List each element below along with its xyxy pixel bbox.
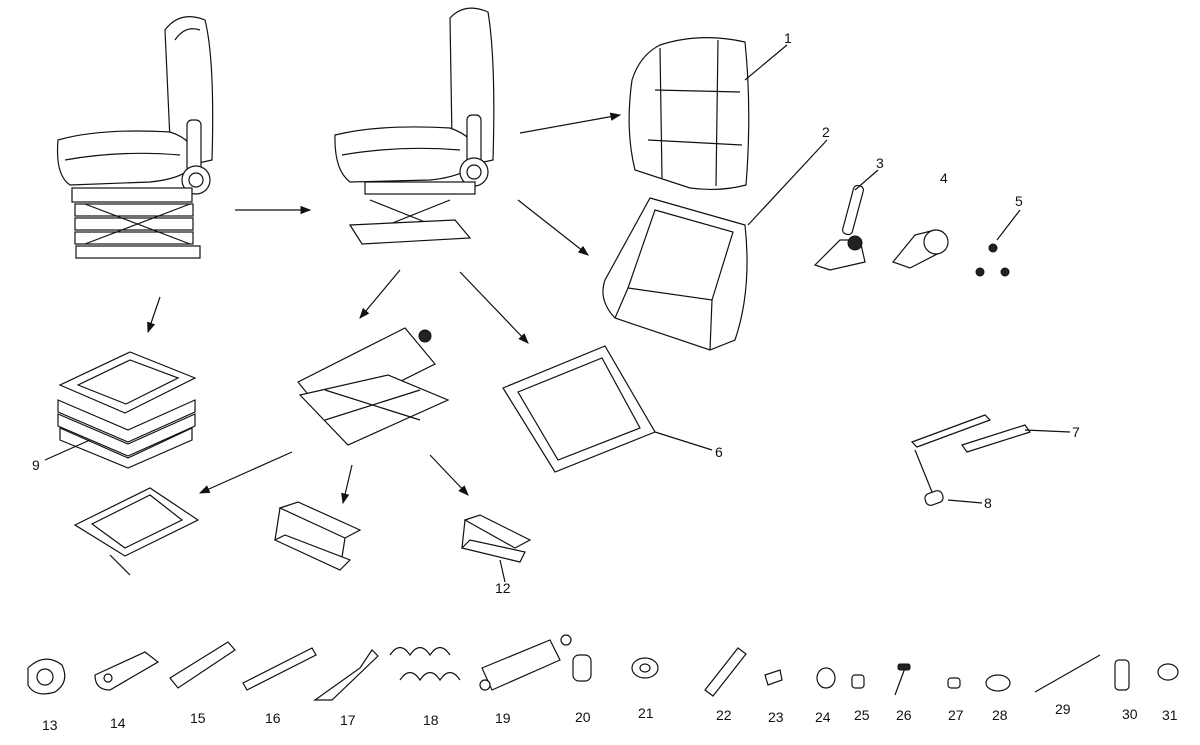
assembly-arrows — [147, 112, 622, 505]
callout-20: 20 — [575, 709, 591, 725]
leader-lines — [44, 44, 1071, 583]
callout-5: 5 — [1015, 193, 1023, 209]
handle-grip-drawing — [914, 449, 944, 506]
callout-28: 28 — [992, 707, 1008, 723]
callout-6: 6 — [715, 444, 723, 460]
bottom-parts-row — [27, 634, 1179, 701]
upper-frame-drawing — [73, 487, 200, 576]
callout-12: 12 — [495, 580, 511, 596]
recliner-cover-drawing — [891, 229, 949, 269]
callout-24: 24 — [815, 709, 831, 725]
callout-13: 13 — [42, 717, 58, 733]
callout-25: 25 — [854, 707, 870, 723]
callout-27: 27 — [948, 707, 964, 723]
seat-with-scissor-suspension-drawing — [334, 7, 495, 245]
lever-frame-drawing — [460, 514, 532, 563]
callout-4: 4 — [940, 170, 948, 186]
lower-frame-drawing — [273, 501, 362, 571]
callout-labels: 1 2 3 4 5 6 7 8 9 12 13 14 15 16 17 18 1… — [32, 30, 1178, 733]
callout-2: 2 — [822, 124, 830, 140]
seat-cushion-drawing — [602, 197, 748, 351]
recliner-mechanism-drawing — [813, 184, 866, 271]
bellows-suspension-drawing — [57, 351, 197, 469]
callout-9: 9 — [32, 457, 40, 473]
callout-17: 17 — [340, 712, 356, 728]
callout-1: 1 — [784, 30, 792, 46]
callout-22: 22 — [716, 707, 732, 723]
base-plate-drawing — [502, 345, 656, 473]
callout-14: 14 — [110, 715, 126, 731]
callout-7: 7 — [1072, 424, 1080, 440]
back-cushion-drawing — [628, 37, 750, 191]
callout-18: 18 — [423, 712, 439, 728]
complete-seat-assembly-drawing — [56, 16, 214, 259]
callout-31: 31 — [1162, 707, 1178, 723]
callout-26: 26 — [896, 707, 912, 723]
callout-21: 21 — [638, 705, 654, 721]
callout-8: 8 — [984, 495, 992, 511]
callout-19: 19 — [495, 710, 511, 726]
callout-16: 16 — [265, 710, 281, 726]
callout-29: 29 — [1055, 701, 1071, 717]
screws-drawing — [975, 243, 1010, 277]
callout-15: 15 — [190, 710, 206, 726]
scissor-mechanism-drawing — [297, 327, 450, 446]
slide-rails-drawing — [910, 414, 1031, 453]
callout-3: 3 — [876, 155, 884, 171]
callout-23: 23 — [768, 709, 784, 725]
callout-30: 30 — [1122, 706, 1138, 722]
